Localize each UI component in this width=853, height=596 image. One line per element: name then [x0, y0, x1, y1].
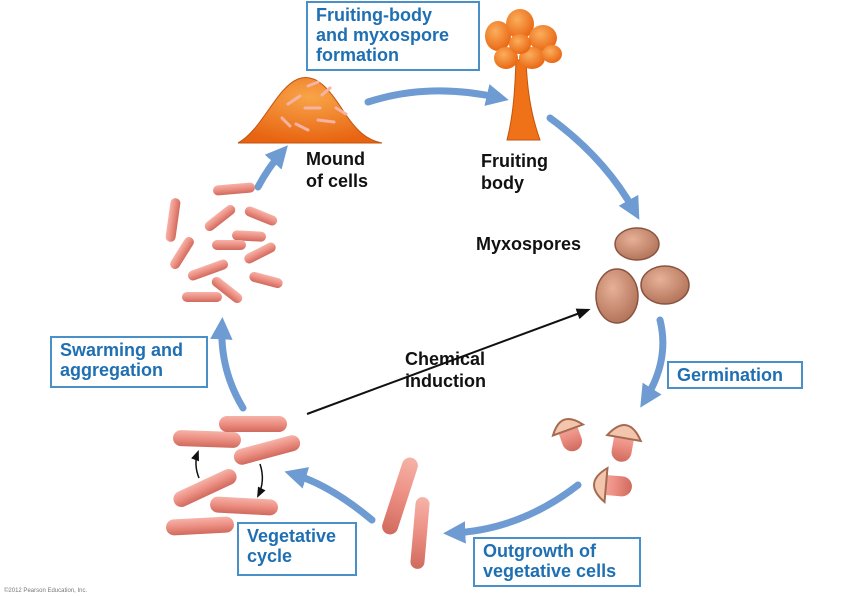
mound-of-cells [237, 77, 383, 144]
arrow-vegetative-to-swarming [210, 317, 247, 412]
chemical-induction-label: Chemical induction [405, 349, 486, 391]
arrow-fruiting-to-spores [546, 114, 640, 220]
outgrowth-cells [382, 457, 430, 569]
swarming-box: Swarming and aggregation [50, 336, 208, 388]
swarming-cells [165, 182, 283, 304]
arrow-germination-to-outgrowth [443, 481, 582, 544]
fruiting-body-label: Fruiting body [481, 151, 548, 193]
germination-box: Germination [667, 361, 803, 389]
vegetative-cells [166, 416, 301, 536]
arrow-mound-to-fruiting [364, 84, 509, 106]
outgrowth-box: Outgrowth of vegetative cells [473, 537, 641, 587]
arrow-outgrowth-to-vegetative [284, 467, 376, 524]
myxospores-label: Myxospores [476, 234, 582, 254]
copyright-notice: ©2012 Pearson Education, Inc. [4, 588, 88, 594]
arrow-spores-to-germination [640, 316, 667, 408]
vegetative-cycle-box: Vegetative cycle [237, 522, 357, 576]
cycle-arrows [210, 84, 667, 544]
chemical-induction-arrow [306, 308, 591, 415]
fruiting-body [485, 9, 562, 141]
mound-label: Mound of cells [306, 149, 369, 191]
fruiting-formation-box: Fruiting-body and myxospore formation [306, 1, 480, 71]
arrow-swarming-to-mound [254, 145, 288, 191]
germinating-spores [551, 417, 643, 504]
myxospores [595, 227, 690, 324]
